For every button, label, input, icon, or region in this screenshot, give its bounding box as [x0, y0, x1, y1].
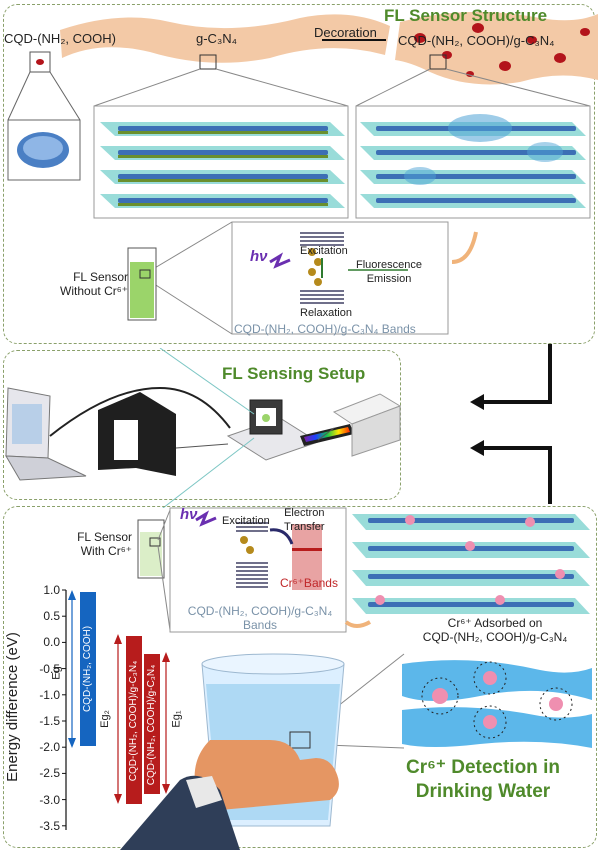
- bar-label-cqd: CQD-(NH₂, COOH): [82, 625, 93, 713]
- bar-label-composite-1: CQD-(NH₂, COOH)/g-C₃N₄: [146, 664, 157, 786]
- eg1-arrow-label: Eg₁: [170, 710, 183, 728]
- cqd-vial-illustration: [7, 51, 81, 181]
- electron-transfer-label: Electron Transfer: [284, 507, 325, 533]
- cr-bands-label: Cr⁶⁺Bands: [280, 576, 338, 590]
- excitation-label-bottom: Excitation: [222, 515, 270, 527]
- gcn-label: g-C₃N₄: [196, 31, 237, 46]
- fluorescence-label: Fluorescence Emission: [356, 259, 423, 285]
- adsorbed-label: Cr⁶⁺ Adsorbed on CQD-(NH₂, COOH)/g-C₃N₄: [422, 616, 568, 644]
- energy-tick-label: 0.0: [43, 635, 60, 650]
- sensor-without-cr-label: FL Sensor Without Cr⁶⁺: [60, 270, 128, 298]
- bar-composite-1: [144, 654, 160, 794]
- decoration-label: Decoration: [314, 25, 377, 40]
- energy-tick-label: 0.5: [43, 609, 60, 624]
- layered-sheets-illustration: [93, 68, 591, 335]
- sensing-setup-illustration: [5, 348, 402, 508]
- composite-label: CQD-(NH₂, COOH)/g-C₃N₄: [398, 33, 555, 48]
- eg2-arrow-label: Eg₂: [98, 710, 111, 728]
- gcn-sheet-illustration: [60, 11, 598, 85]
- energy-tick-label: -2.5: [39, 766, 60, 781]
- cr-detection-panel: [3, 506, 597, 848]
- hv-label-top: hν: [250, 248, 268, 265]
- bands-label-bottom: CQD-(NH₂, COOH)/g-C₃N₄ Bands: [187, 604, 333, 632]
- bands-label-top: CQD-(NH₂, COOH)/g-C₃N₄ Bands: [234, 322, 416, 336]
- energy-tick-label: 1.0: [43, 583, 60, 597]
- energy-tick-label: -0.5: [39, 661, 60, 676]
- relaxation-label: Relaxation: [300, 307, 352, 319]
- bar-composite-2: [126, 636, 142, 804]
- drinking-water-illustration: [120, 653, 592, 850]
- flow-arrows: [470, 344, 552, 504]
- energy-tick-label: -3.5: [39, 818, 60, 833]
- energy-tick-label: -3.0: [39, 792, 60, 807]
- cqd-label: CQD-(NH₂, COOH): [4, 31, 116, 46]
- energy-tick-label: -1.5: [39, 714, 60, 728]
- energy-tick-label: -2.0: [39, 740, 60, 755]
- bar-label-composite-2: CQD-(NH₂, COOH)/g-C₃N₄: [128, 660, 139, 782]
- fl-sensor-structure-panel: [3, 4, 595, 344]
- sensor-with-cr-label: FL Sensor With Cr⁶⁺: [77, 530, 132, 558]
- hv-label-bottom: hν: [180, 506, 198, 523]
- fl-sensor-structure-title: FL Sensor Structure: [384, 6, 548, 25]
- cr-detection-title: Cr⁶⁺ Detection in Drinking Water: [406, 757, 560, 802]
- eg-arrow-label: Eg: [50, 666, 63, 680]
- excitation-label-top: Excitation: [300, 245, 348, 257]
- cr-bands-illustration: [137, 507, 590, 633]
- bar-cqd: [80, 592, 96, 746]
- energy-tick-label: -1.0: [39, 687, 60, 702]
- fl-sensing-setup-title: FL Sensing Setup: [222, 364, 366, 383]
